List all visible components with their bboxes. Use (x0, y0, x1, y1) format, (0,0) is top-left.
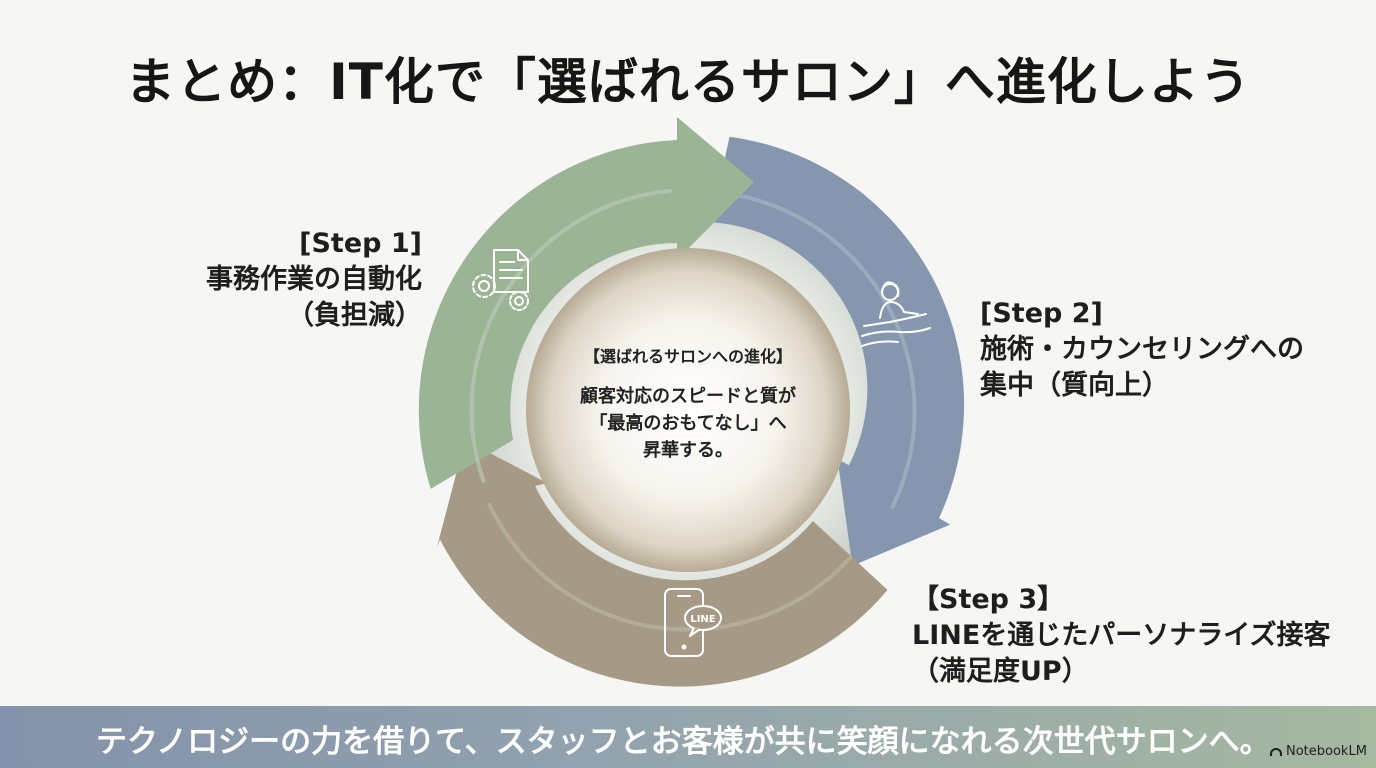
step2-arrow (711, 136, 965, 566)
step3-arrow (437, 440, 888, 687)
step2-caption: [Step 2] 施術・カウンセリングへの 集中（質向上） (980, 296, 1304, 404)
center-body: 顧客対応のスピードと質が 「最高のおもてなし」へ 昇華する。 (538, 383, 838, 464)
footer-message: テクノロジーの力を借りて、スタッフとお客様が共に笑顔になれる次世代サロンへ。 (96, 724, 1271, 760)
document-gears-icon (472, 249, 529, 311)
brand-watermark: NotebookLM (1270, 744, 1367, 759)
step2-label: [Step 2] (980, 298, 1103, 329)
step1-line1: 事務作業の自動化 (206, 264, 422, 295)
step3-line2: （満足度UP） (912, 656, 1089, 687)
smartphone-line-icon: LINE (664, 588, 722, 657)
line-badge: LINE (690, 614, 715, 625)
step1-caption: [Step 1] 事務作業の自動化 （負担減） (150, 226, 422, 334)
notebooklm-logo-icon (1270, 748, 1282, 756)
center-core (526, 248, 850, 572)
step1-arrow-highlight (469, 188, 672, 483)
step2-line2: 集中（質向上） (980, 370, 1169, 401)
center-line2: 「最高のおもてなし」へ (589, 413, 787, 434)
salon-treatment-icon (861, 281, 931, 347)
step2-line1: 施術・カウンセリングへの (980, 334, 1304, 365)
footer-band (0, 706, 1376, 768)
step1-arrow (418, 117, 754, 489)
step3-arrow-highlight (487, 502, 853, 632)
center-title: 【選ばれるサロンへの進化】 (583, 347, 792, 366)
step3-caption: 【Step 3】 LINEを通じたパーソナライズ接客 （満足度UP） (912, 582, 1330, 690)
step1-label: [Step 1] (299, 228, 422, 259)
center-line3: 昇華する。 (643, 440, 733, 461)
center-line1: 顧客対応のスピードと質が (580, 386, 796, 407)
step3-label: 【Step 3】 (912, 584, 1065, 615)
page-title: まとめ：IT化で「選ばれるサロン」へ進化しよう (125, 53, 1251, 111)
brand-name: NotebookLM (1286, 744, 1367, 759)
step3-line1: LINEを通じたパーソナライズ接客 (912, 620, 1331, 651)
step1-line2: （負担減） (287, 300, 422, 331)
